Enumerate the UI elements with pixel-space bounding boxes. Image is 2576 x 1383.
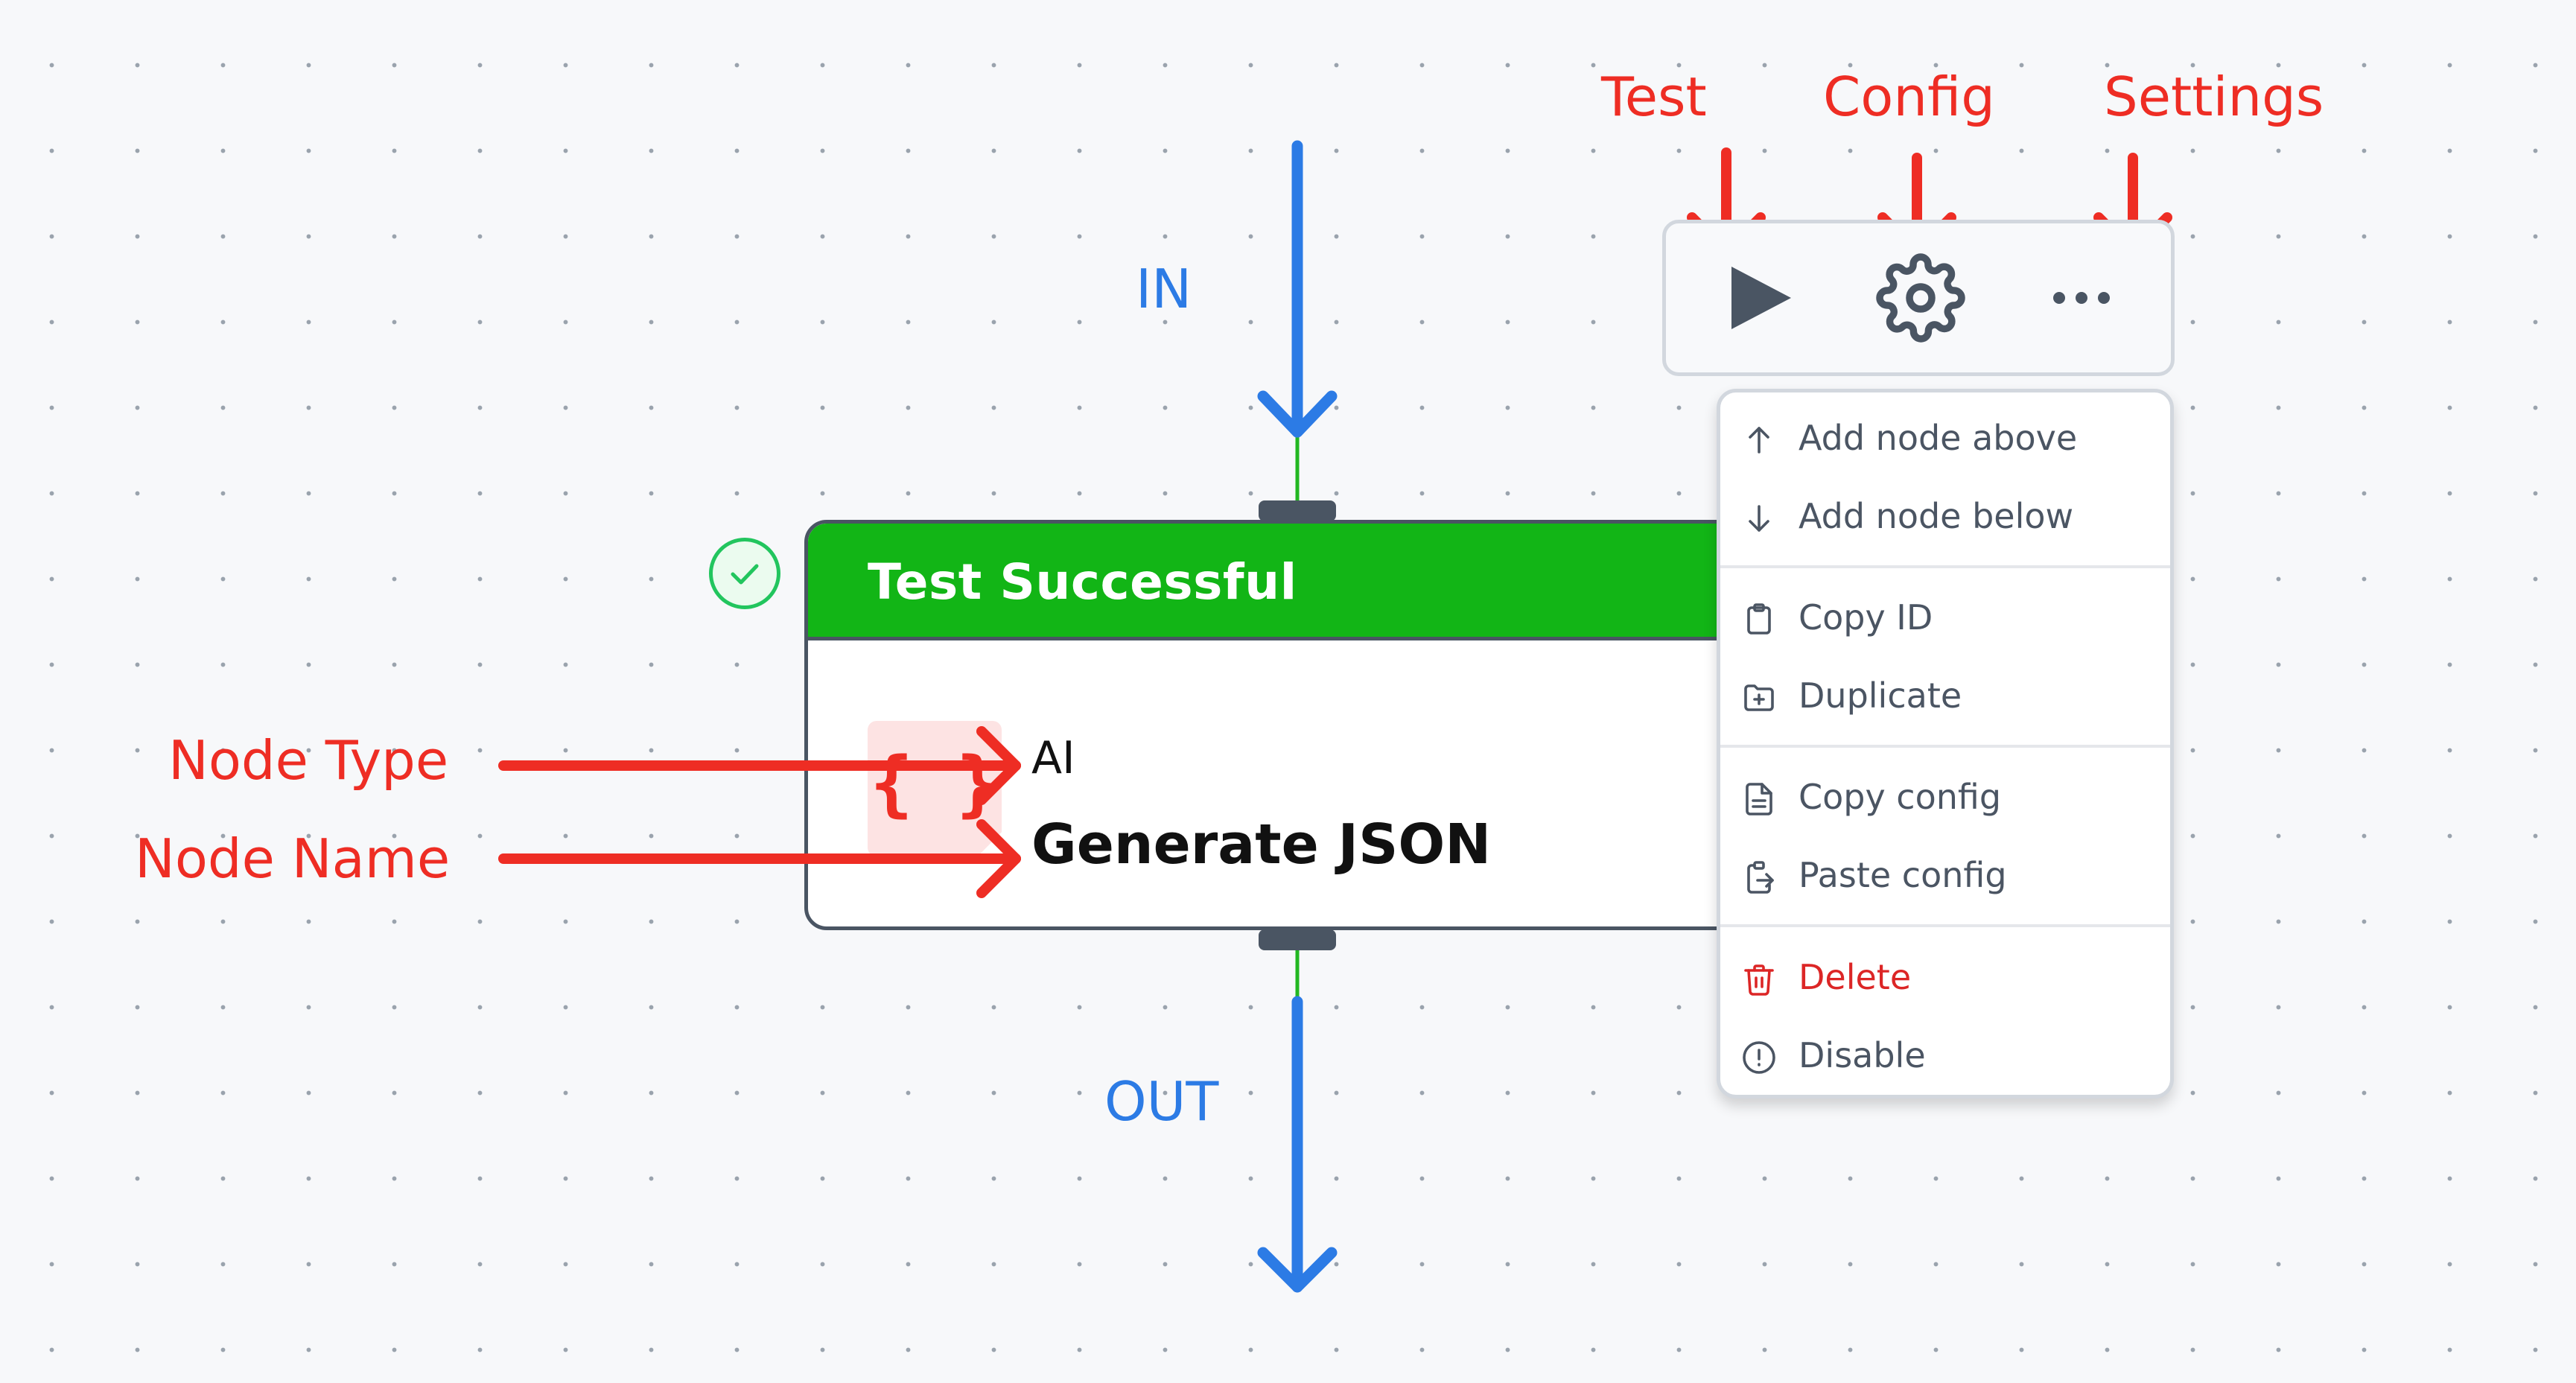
settings-annotation: Settings	[2104, 66, 2324, 128]
node-type-annotation: Node Type	[168, 729, 449, 792]
menu-item-label: Duplicate	[1799, 675, 1962, 716]
menu-separator	[1720, 924, 2170, 927]
input-port[interactable]	[1259, 500, 1336, 521]
folder-plus-icon	[1744, 684, 1774, 711]
menu-item-label: Paste config	[1799, 855, 2007, 895]
menu-item-copy-config[interactable]: Copy config	[1720, 763, 2170, 830]
output-port[interactable]	[1259, 929, 1336, 950]
menu-separator	[1720, 745, 2170, 748]
gear-icon	[1876, 253, 1965, 343]
menu-item-copy-id[interactable]: Copy ID	[1720, 584, 2170, 651]
node-status-text: Test Successful	[868, 553, 1297, 611]
node-type-label: AI	[1031, 732, 1075, 784]
out-annotation: OUT	[1104, 1070, 1219, 1133]
node-name-arrow	[498, 819, 1021, 898]
menu-item-label: Copy config	[1799, 777, 2002, 817]
trash-icon	[1744, 964, 1774, 996]
menu-item-paste-config[interactable]: Paste config	[1720, 842, 2170, 909]
node-toolbar	[1662, 220, 2175, 376]
menu-item-add-node-above[interactable]: Add node above	[1720, 404, 2170, 471]
menu-item-delete[interactable]: Delete	[1720, 944, 2170, 1011]
menu-separator	[1720, 565, 2170, 568]
settings-button[interactable]	[2007, 223, 2156, 372]
menu-item-label: Disable	[1799, 1035, 1926, 1075]
test-button[interactable]	[1685, 223, 1834, 372]
menu-item-label: Add node above	[1799, 418, 2078, 458]
menu-item-label: Copy ID	[1799, 597, 1933, 638]
arrow-down-icon	[1749, 505, 1769, 532]
more-horizontal-icon	[2053, 292, 2110, 304]
arrow-up-icon	[1749, 427, 1769, 454]
file-text-icon	[1746, 783, 1772, 816]
status-check-icon	[709, 538, 780, 609]
test-annotation: Test	[1601, 66, 1707, 128]
node-type-arrow	[498, 726, 1021, 805]
menu-item-duplicate[interactable]: Duplicate	[1720, 662, 2170, 729]
node-icon-glyph: { }	[870, 742, 999, 825]
menu-item-label: Delete	[1799, 957, 1912, 997]
menu-item-add-node-below[interactable]: Add node below	[1720, 483, 2170, 550]
node-name-annotation: Node Name	[135, 827, 451, 890]
play-icon	[1731, 267, 1791, 329]
json-braces-icon: { }	[868, 721, 1002, 856]
menu-item-label: Add node below	[1799, 496, 2074, 536]
clipboard-paste-icon	[1747, 861, 1774, 894]
menu-item-disable[interactable]: Disable	[1720, 1022, 2170, 1089]
config-annotation: Config	[1823, 66, 1996, 128]
node-status-header: Test Successful	[808, 524, 1769, 640]
in-annotation: IN	[1136, 258, 1192, 320]
node-name-label: Generate JSON	[1031, 813, 1492, 877]
alert-circle-icon	[1743, 1041, 1775, 1074]
clipboard-icon	[1747, 603, 1771, 635]
node-context-menu: Add node above Add node below Copy ID Du…	[1717, 389, 2174, 1099]
config-button[interactable]	[1846, 223, 1995, 372]
